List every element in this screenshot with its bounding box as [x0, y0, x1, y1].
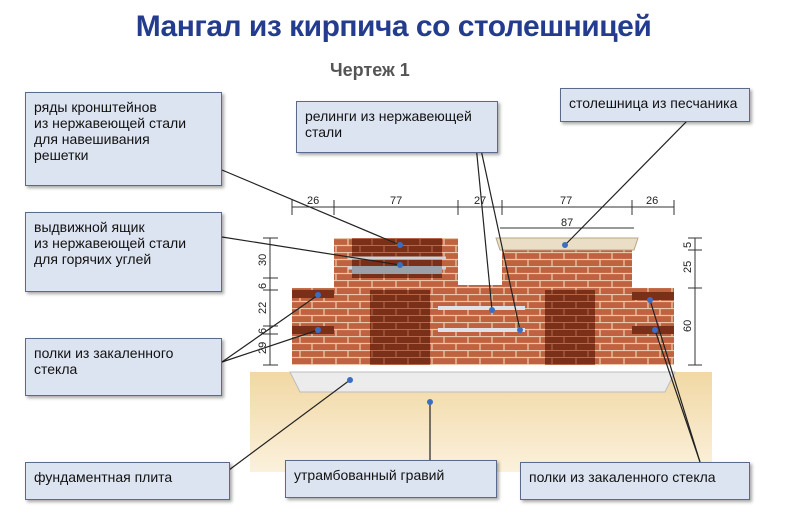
dim-top-4: 77 [560, 195, 572, 207]
callout-rails: релинги из нержавеющей стали [296, 101, 498, 153]
coal-drawer [352, 266, 442, 274]
callout-foundation: фундаментная плита [25, 462, 230, 500]
dim-left-3: 22 [257, 302, 269, 314]
dim-right-2: 25 [682, 261, 694, 273]
callout-countertop: столешница из песчаника [560, 88, 750, 122]
middle-section [458, 285, 502, 365]
dim-left-1: 30 [257, 254, 269, 266]
dim-countertop: 87 [561, 217, 573, 229]
dim-top-2: 77 [390, 195, 402, 207]
dim-top-1: 26 [307, 195, 319, 207]
dim-left-4: 6 [257, 328, 269, 334]
dim-right-3: 60 [682, 320, 694, 332]
dim-top-5: 26 [646, 195, 658, 207]
dim-left-2: 6 [257, 283, 269, 289]
foundation-slab [289, 371, 676, 393]
dim-top-3: 27 [474, 195, 486, 207]
drawing-subtitle: Чертеж 1 [330, 60, 410, 80]
dim-right-1: 5 [682, 242, 694, 248]
callout-gravel: утрамбованный гравий [285, 460, 497, 498]
callout-shelves-right: полки из закаленного стекла [520, 462, 750, 500]
page-title: Мангал из кирпича со столешницей [135, 10, 652, 43]
callout-brackets: ряды кронштейнов из нержавеющей стали дл… [25, 92, 222, 186]
callout-drawer: выдвижной ящик из нержавеющей стали для … [25, 212, 222, 292]
callout-shelves-left: полки из закаленного стекла [25, 338, 222, 396]
